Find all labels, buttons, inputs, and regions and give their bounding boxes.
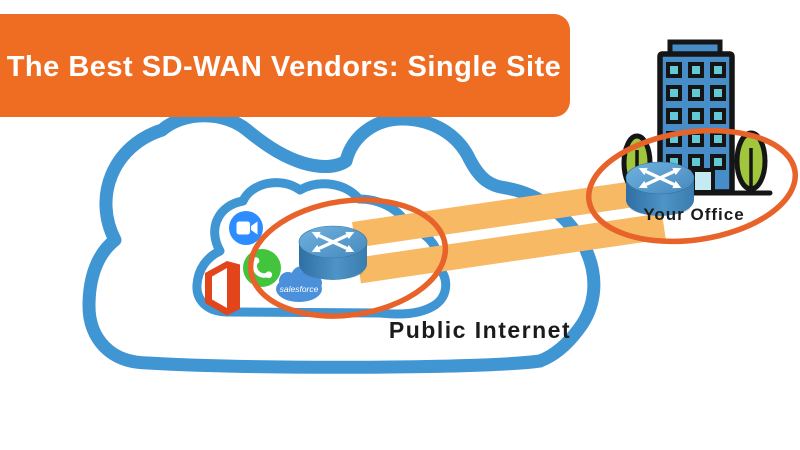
salesforce-label: salesforce: [280, 284, 319, 294]
building-windows: [666, 62, 726, 170]
door: [691, 168, 715, 194]
tree-right-icon: [734, 130, 768, 192]
zoom-video-icon: [229, 211, 263, 245]
sdwan-tunnel: [352, 177, 666, 284]
title-banner: The Best SD-WAN Vendors: Single Site: [0, 14, 570, 117]
banner-title: The Best SD-WAN Vendors: Single Site: [7, 51, 562, 83]
cloud-router-highlight-ellipse: [247, 197, 449, 319]
office-icon: [205, 261, 240, 316]
office-router-highlight-ellipse: [585, 127, 799, 245]
your-office-label: Your Office: [643, 205, 744, 224]
public-internet-label: Public Internet: [389, 317, 571, 343]
cloud-router-icon: [297, 224, 369, 282]
